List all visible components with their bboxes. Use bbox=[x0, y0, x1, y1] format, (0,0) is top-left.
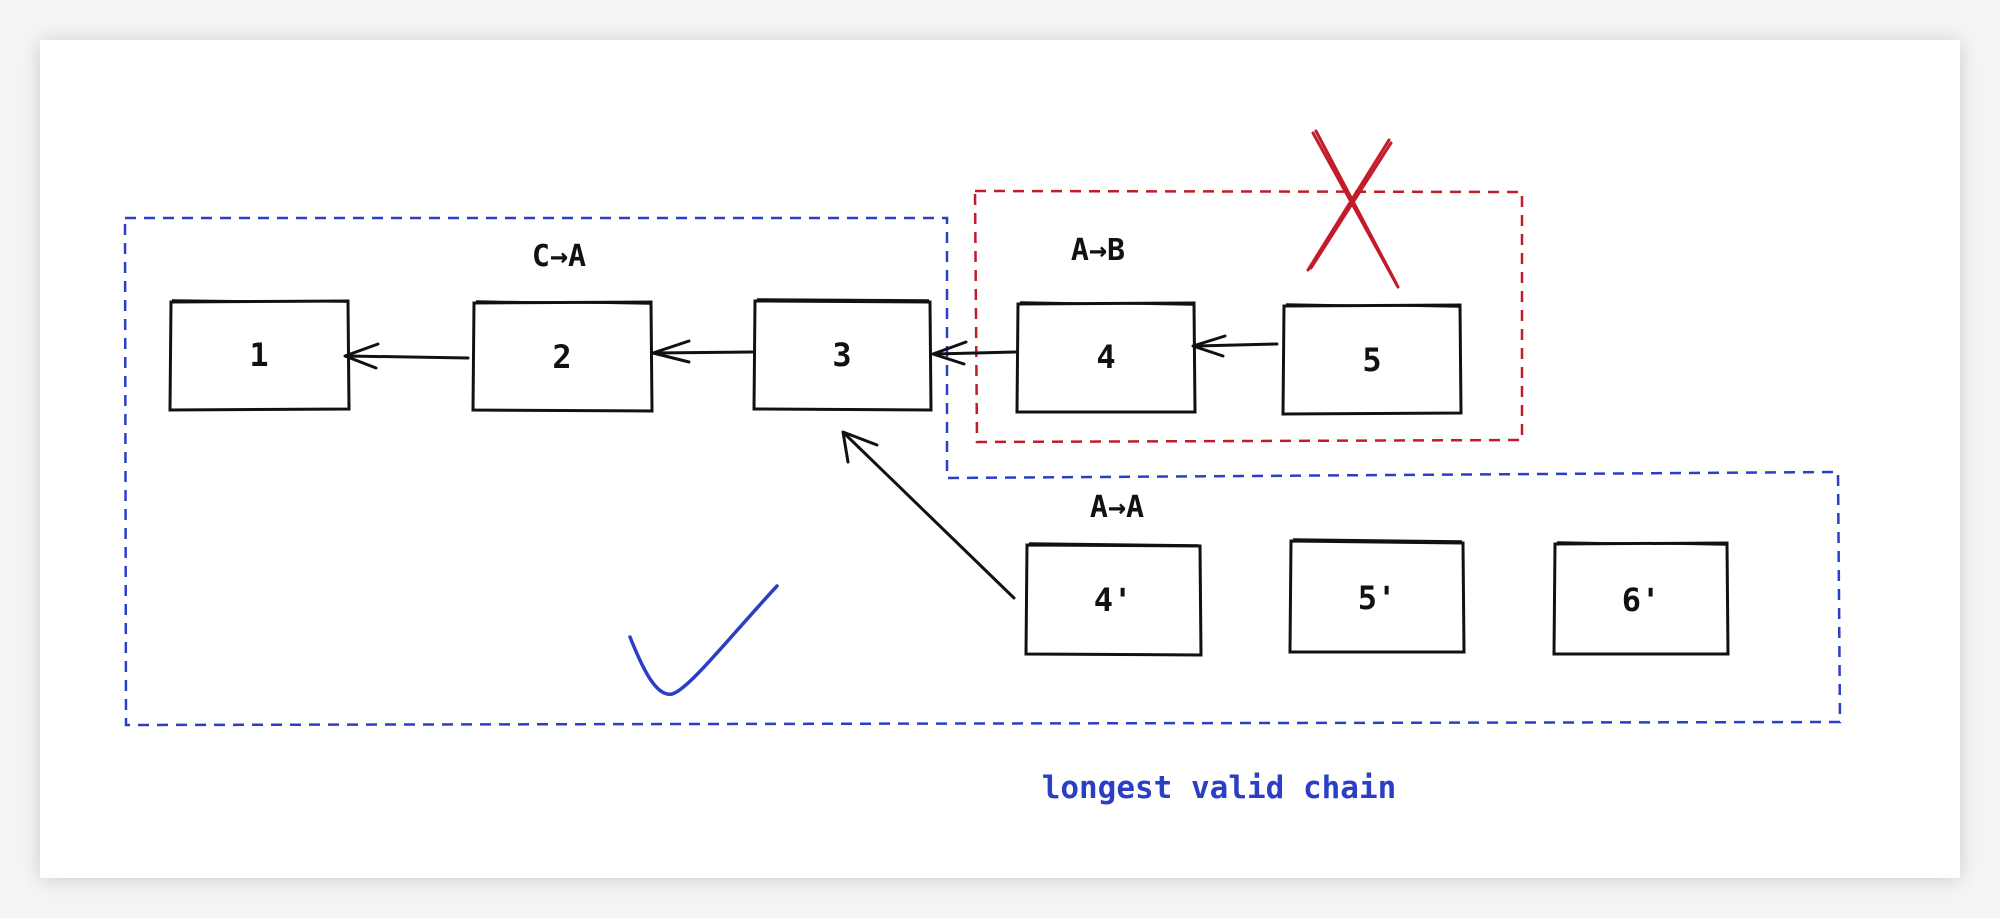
block-2-label: 2 bbox=[552, 338, 571, 376]
diagram-canvas bbox=[40, 40, 1960, 878]
block-5-prime-label: 5' bbox=[1358, 579, 1397, 617]
block-3: 3 bbox=[752, 298, 933, 412]
block-5: 5 bbox=[1281, 303, 1463, 416]
arrow-4-to-3 bbox=[931, 340, 1017, 366]
block-1: 1 bbox=[168, 299, 351, 412]
block-5-prime: 5' bbox=[1288, 538, 1466, 654]
block-4-prime: 4' bbox=[1024, 542, 1203, 657]
cross-mark-icon bbox=[1306, 129, 1400, 289]
arrow-4-prime-to-3 bbox=[841, 430, 1016, 600]
block-6-prime-label: 6' bbox=[1622, 581, 1661, 619]
label-a-to-b: A→B bbox=[1071, 233, 1125, 268]
block-3-label: 3 bbox=[832, 336, 851, 374]
arrow-3-to-2 bbox=[651, 339, 754, 364]
arrow-5-to-4 bbox=[1191, 334, 1279, 358]
block-2: 2 bbox=[471, 300, 654, 413]
block-6-prime: 6' bbox=[1552, 541, 1730, 656]
invalid-branch-region bbox=[973, 189, 1524, 444]
check-mark-icon bbox=[628, 584, 779, 696]
block-4-prime-label: 4' bbox=[1094, 581, 1133, 619]
label-c-to-a: C→A bbox=[532, 239, 586, 274]
caption-longest-valid-chain: longest valid chain bbox=[1042, 770, 1397, 806]
label-a-to-a: A→A bbox=[1090, 490, 1144, 525]
block-1-label: 1 bbox=[249, 336, 268, 374]
block-5-label: 5 bbox=[1362, 341, 1381, 379]
block-4-label: 4 bbox=[1096, 338, 1115, 376]
arrow-2-to-1 bbox=[343, 342, 470, 370]
block-4: 4 bbox=[1015, 301, 1197, 414]
valid-chain-region bbox=[123, 216, 1842, 727]
